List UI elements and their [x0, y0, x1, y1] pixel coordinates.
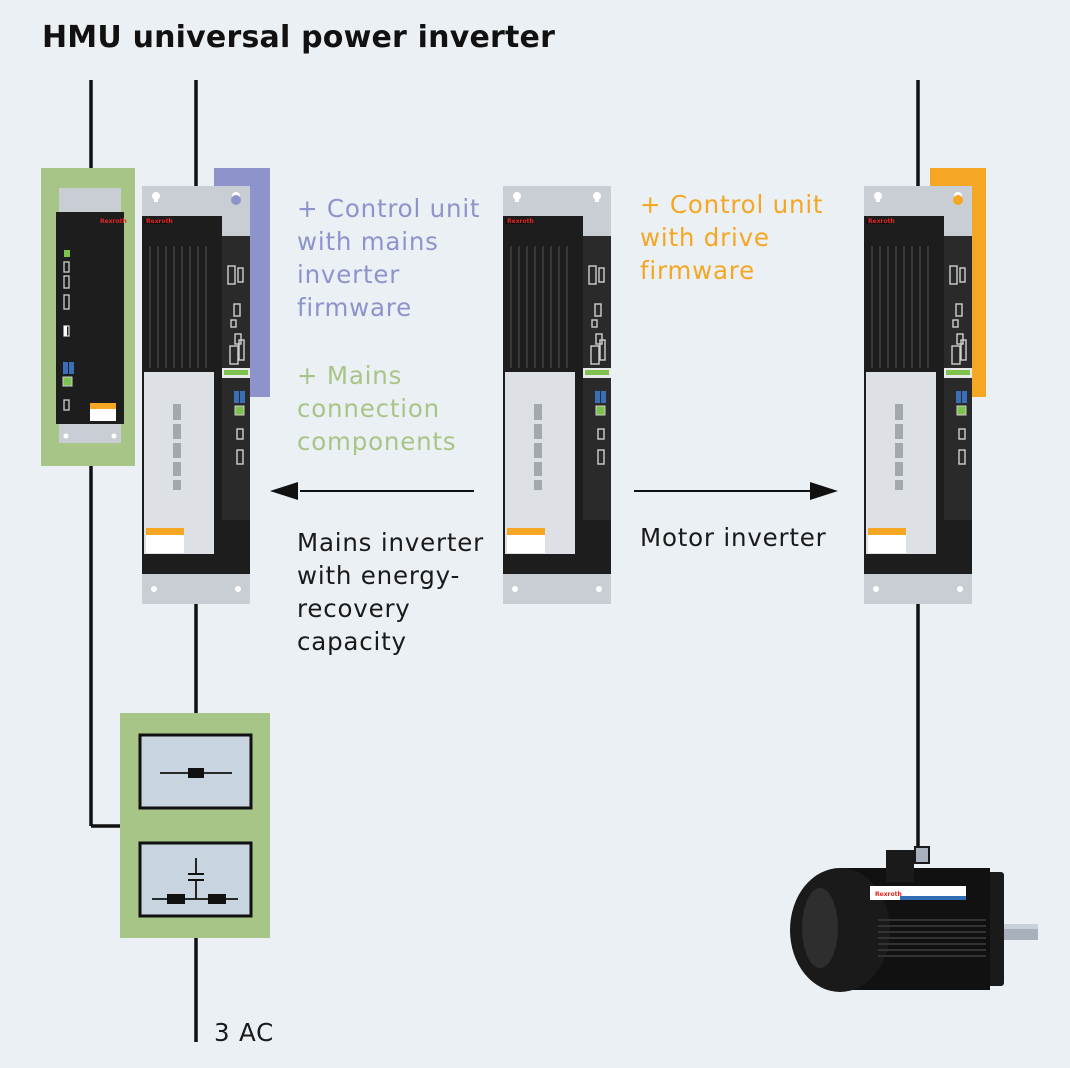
- mains-inverter-label: Mains inverter with energy- recovery cap…: [297, 528, 484, 656]
- mains-inverter-unit: Rexroth: [141, 185, 251, 605]
- svg-text:Rexroth: Rexroth: [868, 218, 895, 225]
- generic-inverter-unit: Rexroth: [502, 185, 612, 605]
- svg-text:Rexroth: Rexroth: [875, 891, 902, 898]
- svg-text:Rexroth: Rexroth: [507, 218, 534, 225]
- supply-label: 3 AC: [214, 1018, 275, 1047]
- choke-component-icon: [138, 841, 253, 918]
- control-unit-drive-label: + Control unit with drive firmware: [640, 190, 824, 285]
- arrow-left-icon: [270, 482, 474, 500]
- motor-inverter-label: Motor inverter: [640, 523, 827, 552]
- servo-motor-icon: Rexroth: [790, 846, 1038, 992]
- arrow-right-icon: [634, 482, 838, 500]
- svg-text:Rexroth: Rexroth: [100, 218, 127, 225]
- mains-connection-module: Rexroth: [56, 188, 127, 443]
- filter-component-icon: [138, 733, 253, 810]
- svg-text:Rexroth: Rexroth: [146, 218, 173, 225]
- page-title: HMU universal power inverter: [42, 20, 556, 55]
- motor-inverter-unit: Rexroth: [863, 185, 973, 605]
- control-unit-mains-label: + Control unit with mains inverter firmw…: [297, 194, 481, 322]
- mains-connection-label: + Mains connection components: [297, 361, 457, 456]
